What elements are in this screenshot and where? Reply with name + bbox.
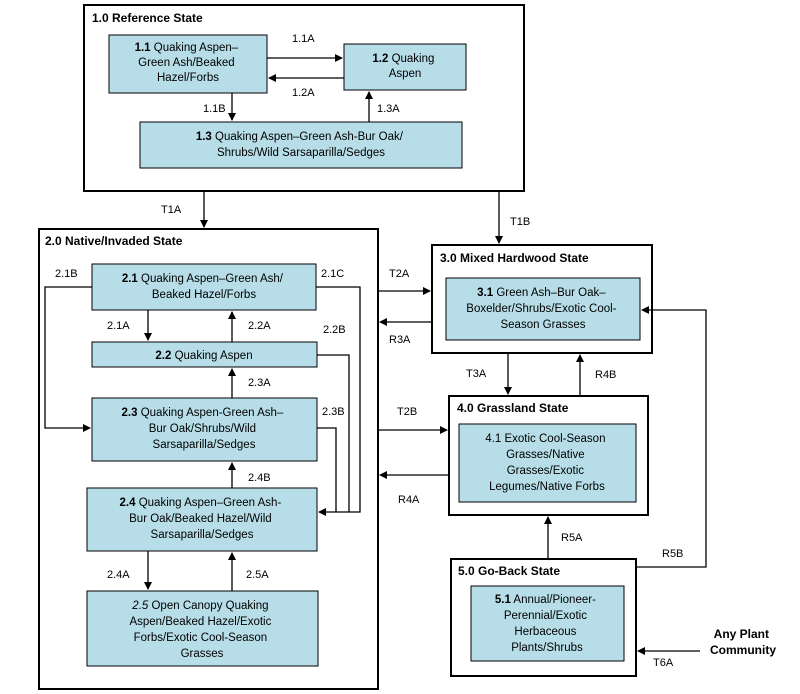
label-T3A: T3A [466, 368, 487, 380]
label-R4B: R4B [595, 369, 616, 381]
label-2-1c: 2.1C [321, 268, 344, 280]
label-2-3a: 2.3A [248, 377, 271, 389]
community-5-1-text: 5.1 Annual/Pioneer- Perennial/Exotic Her… [495, 594, 599, 654]
arrow-2-1c [316, 286, 361, 516]
label-2-4a: 2.4A [107, 569, 130, 581]
any-plant-community-label: Any Plant Community [710, 627, 776, 657]
label-2-4b: 2.4B [248, 472, 271, 484]
community-1-1-box [108, 34, 268, 94]
label-2-2a: 2.2A [248, 320, 271, 332]
arrow-2-1b [44, 286, 92, 432]
arrow-R5B [636, 306, 707, 568]
community-1-1-text: 1.1 Quaking Aspen– Green Ash/Beaked Haze… [135, 42, 242, 84]
reference-state-title: 1.0 Reference State [92, 11, 203, 25]
community-1-2-box [343, 43, 467, 91]
community-2-4-text: 2.4 Quaking Aspen–Green Ash- Bur Oak/Bea… [120, 497, 285, 541]
label-T6A: T6A [653, 657, 674, 669]
community-3-1-text: 3.1 Green Ash–Bur Oak– Boxelder/Shrubs/E… [466, 287, 619, 331]
label-1-2a: 1.2A [292, 87, 315, 99]
community-1-2-text: 1.2 Quaking Aspen [372, 53, 437, 80]
go-back-state-title: 5.0 Go-Back State [458, 564, 560, 578]
community-5-1-box [470, 585, 625, 662]
label-1-3a: 1.3A [377, 103, 400, 115]
community-4-1-box [458, 423, 637, 503]
label-1-1a: 1.1A [292, 33, 315, 45]
arrow-2-2b [317, 354, 350, 512]
label-R3A: R3A [389, 334, 411, 346]
label-2-1a: 2.1A [107, 320, 130, 332]
label-R5A: R5A [561, 532, 583, 544]
mixed-hardwood-state-title: 3.0 Mixed Hardwood State [440, 251, 589, 265]
community-1-3-text: 1.3 Quaking Aspen–Green Ash-Bur Oak/ Shr… [196, 131, 406, 159]
community-2-1-box [91, 263, 317, 311]
community-2-2-box [91, 341, 318, 368]
community-2-2-text: 2.2 Quaking Aspen [155, 350, 252, 362]
community-2-3-box [91, 397, 318, 462]
community-2-5-text: 2.5 Open Canopy Quaking Aspen/Beaked Haz… [129, 600, 274, 660]
label-T2A: T2A [389, 268, 410, 280]
label-1-1b: 1.1B [203, 103, 226, 115]
native-invaded-state-title: 2.0 Native/Invaded State [45, 234, 183, 248]
label-T2B: T2B [397, 406, 417, 418]
label-T1B: T1B [510, 216, 530, 228]
label-2-5a: 2.5A [246, 569, 269, 581]
label-R4A: R4A [398, 494, 420, 506]
label-2-3b: 2.3B [322, 406, 345, 418]
community-3-1-box [445, 277, 641, 341]
label-R5B: R5B [662, 548, 683, 560]
community-2-5-box [86, 590, 319, 667]
community-2-3-text: 2.3 Quaking Aspen-Green Ash– Bur Oak/Shr… [122, 407, 287, 451]
community-4-1-text: 4.1 Exotic Cool-Season Grasses/Native Gr… [485, 433, 608, 493]
grassland-state-title: 4.0 Grassland State [457, 401, 569, 415]
community-1-3-box [139, 121, 463, 169]
label-2-1b: 2.1B [55, 268, 78, 280]
community-2-4-box [86, 487, 318, 552]
label-T1A: T1A [161, 204, 182, 216]
arrow-2-3b [317, 427, 337, 512]
community-2-1-text: 2.1 Quaking Aspen–Green Ash/ Beaked Haze… [122, 273, 286, 301]
label-2-2b: 2.2B [323, 324, 346, 336]
